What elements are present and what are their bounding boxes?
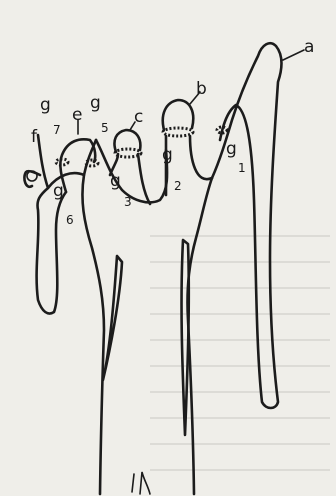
- node-g6: [56, 159, 68, 165]
- branch-a: [212, 43, 282, 408]
- right-lumen: [182, 240, 189, 435]
- branch-b-stalk: [166, 136, 212, 195]
- trunk-left-outline: [82, 140, 104, 494]
- cup-c: [114, 130, 140, 152]
- label-g2-sub: 2: [174, 179, 182, 193]
- bottom-scribble: [132, 472, 150, 494]
- paper-bleed-lines: [150, 236, 330, 470]
- trunk-right-outline: [187, 178, 212, 494]
- label-g7-sub: 7: [53, 123, 61, 137]
- label-f: f: [31, 127, 38, 147]
- leader-a: [283, 50, 304, 60]
- label-g1-sub: 1: [238, 161, 246, 175]
- node-g2: [163, 128, 193, 136]
- label-g5: g: [90, 93, 101, 113]
- label-g3: g: [110, 171, 121, 191]
- label-a: a: [304, 37, 314, 57]
- label-e: e: [72, 105, 82, 125]
- label-g5-sub: 5: [101, 121, 109, 135]
- label-g2: g: [162, 145, 173, 165]
- left-lumen: [103, 256, 122, 380]
- label-g6: g: [53, 181, 64, 201]
- label-b: b: [196, 79, 207, 99]
- label-g3-sub: 3: [124, 195, 132, 209]
- label-g6-sub: 6: [66, 213, 74, 227]
- head-b: [163, 100, 193, 130]
- label-g1: g: [226, 139, 237, 159]
- branch-center: [96, 140, 167, 202]
- label-c: c: [134, 107, 143, 127]
- label-g7: g: [40, 95, 51, 115]
